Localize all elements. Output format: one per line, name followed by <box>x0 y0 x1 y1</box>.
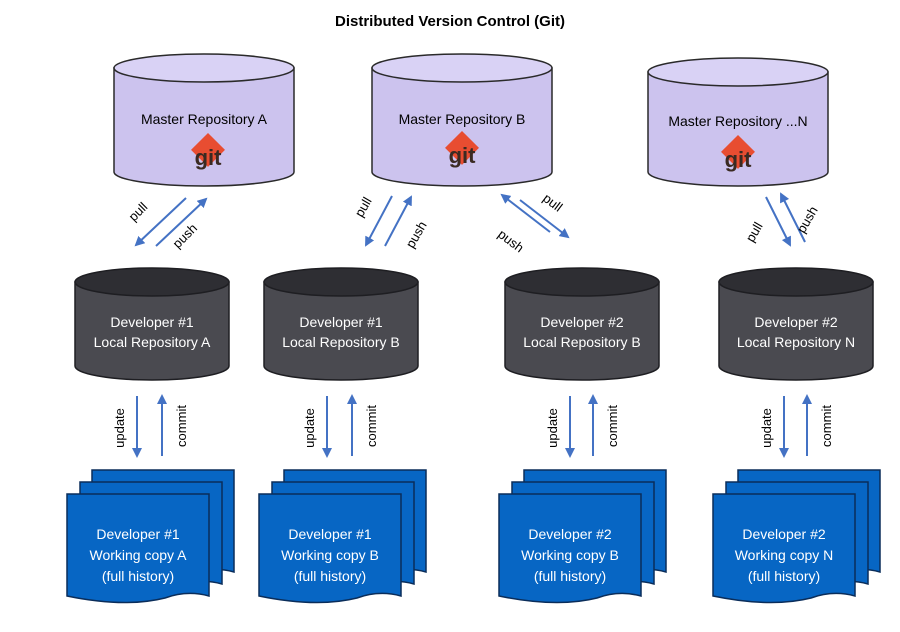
git-logo-icon: git <box>191 132 225 170</box>
commit-label: commit <box>364 405 379 447</box>
pull-label: pull <box>126 199 151 224</box>
push-arrow <box>384 195 412 247</box>
sync-arrows-a: pull push <box>126 197 208 252</box>
master-repository-b: Master Repository B git <box>371 53 553 187</box>
local-repository-owner: Developer #2 <box>540 314 623 330</box>
update-commit-arrows-a: update commit <box>112 394 189 458</box>
working-copy-dev1-b: Developer #1 Working copy B (full histor… <box>258 469 427 604</box>
working-copy-name: Working copy N <box>735 547 834 563</box>
master-repository-n: Master Repository ...N git <box>647 57 829 187</box>
push-arrow <box>155 197 208 247</box>
master-repository-a: Master Repository A git <box>113 53 295 187</box>
pull-label: pull <box>352 194 375 219</box>
working-copy-owner: Developer #1 <box>96 526 179 542</box>
local-repository-name: Local Repository B <box>523 334 641 350</box>
local-repository-dev1-b: Developer #1 Local Repository B <box>263 267 419 381</box>
working-copy-history: (full history) <box>748 568 820 584</box>
working-copy-dev2-n: Developer #2 Working copy N (full histor… <box>712 469 881 604</box>
update-label: update <box>112 408 127 448</box>
pull-label: pull <box>540 190 565 214</box>
working-copy-history: (full history) <box>534 568 606 584</box>
push-label: push <box>403 219 430 251</box>
working-copy-name: Working copy B <box>281 547 379 563</box>
commit-label: commit <box>605 405 620 447</box>
local-repository-name: Local Repository A <box>94 334 211 350</box>
working-copy-owner: Developer #2 <box>528 526 611 542</box>
update-commit-arrows-b2: update commit <box>545 394 620 458</box>
pull-label: pull <box>743 219 766 244</box>
pull-arrow <box>765 196 791 247</box>
working-copy-history: (full history) <box>102 568 174 584</box>
local-repository-owner: Developer #1 <box>299 314 382 330</box>
working-copy-history: (full history) <box>294 568 366 584</box>
local-repository-dev1-a: Developer #1 Local Repository A <box>74 267 230 381</box>
local-repository-dev2-n: Developer #2 Local Repository N <box>718 267 874 381</box>
local-repository-name: Local Repository N <box>737 334 855 350</box>
push-label: push <box>170 221 201 252</box>
push-arrow <box>780 192 806 243</box>
push-arrow <box>500 193 551 233</box>
working-copy-owner: Developer #2 <box>742 526 825 542</box>
working-copy-name: Working copy A <box>89 547 187 563</box>
local-repository-dev2-b: Developer #2 Local Repository B <box>504 267 660 381</box>
working-copy-owner: Developer #1 <box>288 526 371 542</box>
update-commit-arrows-n: update commit <box>759 394 834 458</box>
svg-text:git: git <box>195 145 223 170</box>
push-label: push <box>495 226 527 255</box>
master-repository-label: Master Repository ...N <box>668 113 807 129</box>
pull-arrow <box>365 195 393 247</box>
update-label: update <box>302 408 317 448</box>
sync-arrows-n: pull push <box>743 192 821 247</box>
svg-text:git: git <box>449 143 477 168</box>
working-copy-dev2-b: Developer #2 Working copy B (full histor… <box>498 469 667 604</box>
push-label: push <box>794 204 821 236</box>
local-repository-owner: Developer #2 <box>754 314 837 330</box>
sync-arrows-b2: pull push <box>495 190 570 255</box>
working-copy-name: Working copy B <box>521 547 619 563</box>
sync-arrows-b: pull push <box>352 194 430 250</box>
commit-label: commit <box>819 405 834 447</box>
update-label: update <box>759 408 774 448</box>
commit-label: commit <box>174 405 189 447</box>
diagram-title: Distributed Version Control (Git) <box>335 13 565 30</box>
local-repository-owner: Developer #1 <box>110 314 193 330</box>
update-label: update <box>545 408 560 448</box>
pull-arrow <box>519 199 570 239</box>
working-copy-dev1-a: Developer #1 Working copy A (full histor… <box>66 469 235 604</box>
local-repository-name: Local Repository B <box>282 334 400 350</box>
master-repository-label: Master Repository A <box>141 111 268 127</box>
update-commit-arrows-b: update commit <box>302 394 379 458</box>
svg-text:git: git <box>725 147 753 172</box>
master-repository-label: Master Repository B <box>399 111 526 127</box>
pull-arrow <box>134 197 187 247</box>
